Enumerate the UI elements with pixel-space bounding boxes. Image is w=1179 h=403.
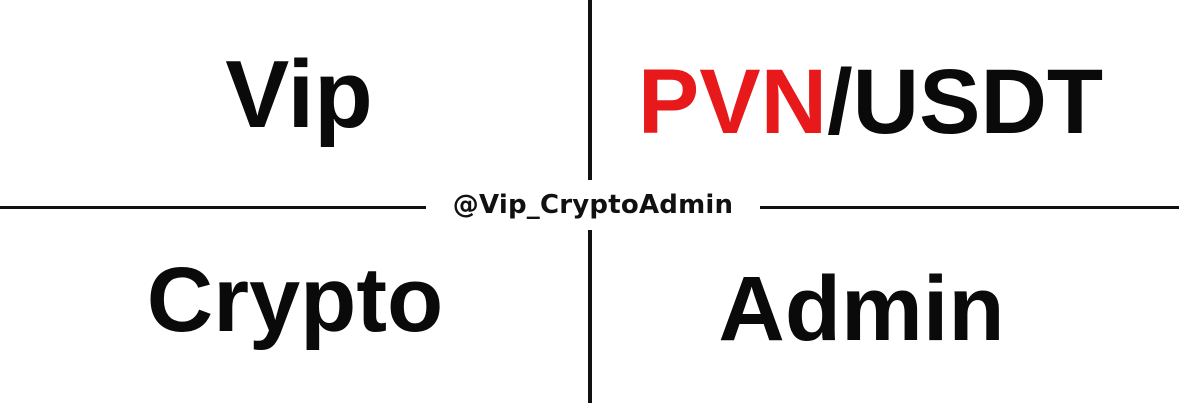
horizontal-divider-left	[0, 206, 426, 209]
pair-base-token: PVN	[637, 51, 828, 153]
quadrant-top-left: Vip	[0, 0, 588, 190]
channel-handle[interactable]: @Vip_CryptoAdmin	[452, 190, 734, 220]
word-crypto: Crypto	[146, 249, 444, 351]
horizontal-divider-right	[760, 206, 1179, 209]
pair-quote-token: USDT	[852, 51, 1104, 153]
word-vip: Vip	[225, 41, 373, 148]
center-handle-badge: @Vip_CryptoAdmin	[426, 180, 760, 230]
word-admin: Admin	[718, 258, 1005, 360]
quadrant-bottom-right: Admin	[592, 215, 1179, 403]
pair-separator: /	[827, 51, 853, 153]
quadrant-bottom-left: Crypto	[0, 215, 588, 385]
trading-pair: PVN/USDT	[638, 56, 1103, 148]
quadrant-top-right: PVN/USDT	[592, 0, 1179, 200]
